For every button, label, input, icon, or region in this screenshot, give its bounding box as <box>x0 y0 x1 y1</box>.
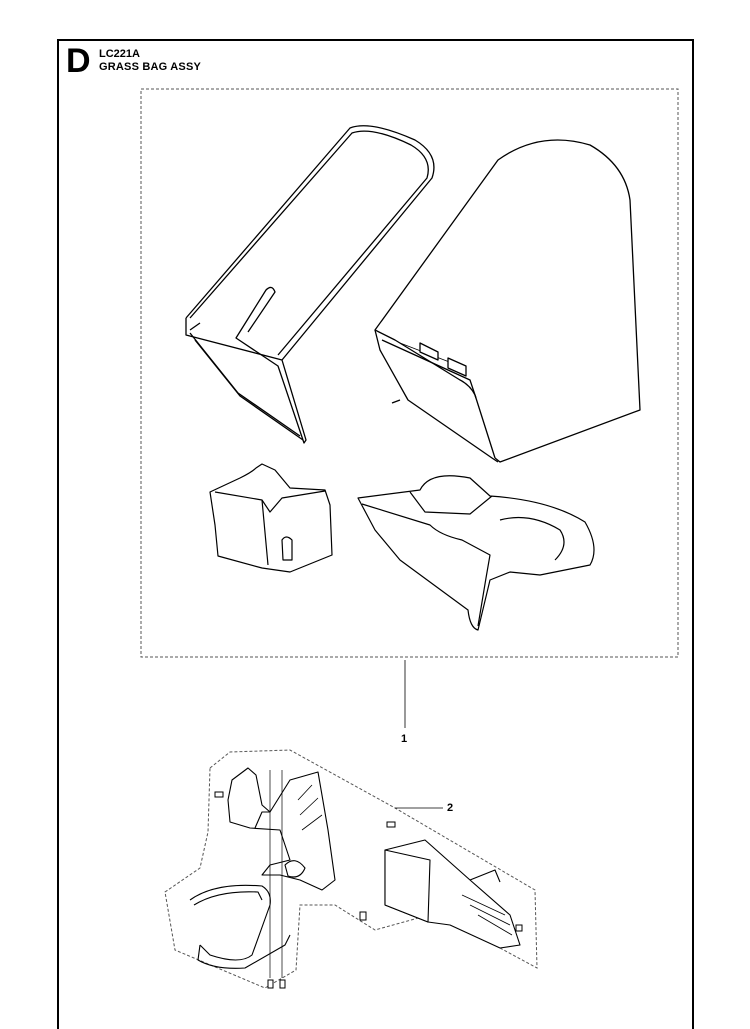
bag-frame-wire <box>185 125 435 444</box>
callout-2: 2 <box>447 802 454 814</box>
model-number: LC221A <box>99 48 140 60</box>
callout-1: 1 <box>401 733 408 745</box>
grass-bag-body <box>374 139 641 463</box>
chute-piece-left <box>209 463 333 573</box>
assembly-title: GRASS BAG ASSY <box>99 61 202 73</box>
chute-piece-right <box>357 475 595 631</box>
screw-shafts <box>269 770 283 978</box>
kit-boundary <box>140 88 679 658</box>
mount-assembly-right <box>384 839 521 949</box>
section-letter: D <box>66 42 91 80</box>
mount-kit-boundary <box>164 749 538 989</box>
mount-ring-bracket <box>189 884 291 969</box>
fastener-screws <box>214 791 523 989</box>
mount-bracket-left <box>227 767 336 891</box>
page-frame <box>57 39 694 1029</box>
